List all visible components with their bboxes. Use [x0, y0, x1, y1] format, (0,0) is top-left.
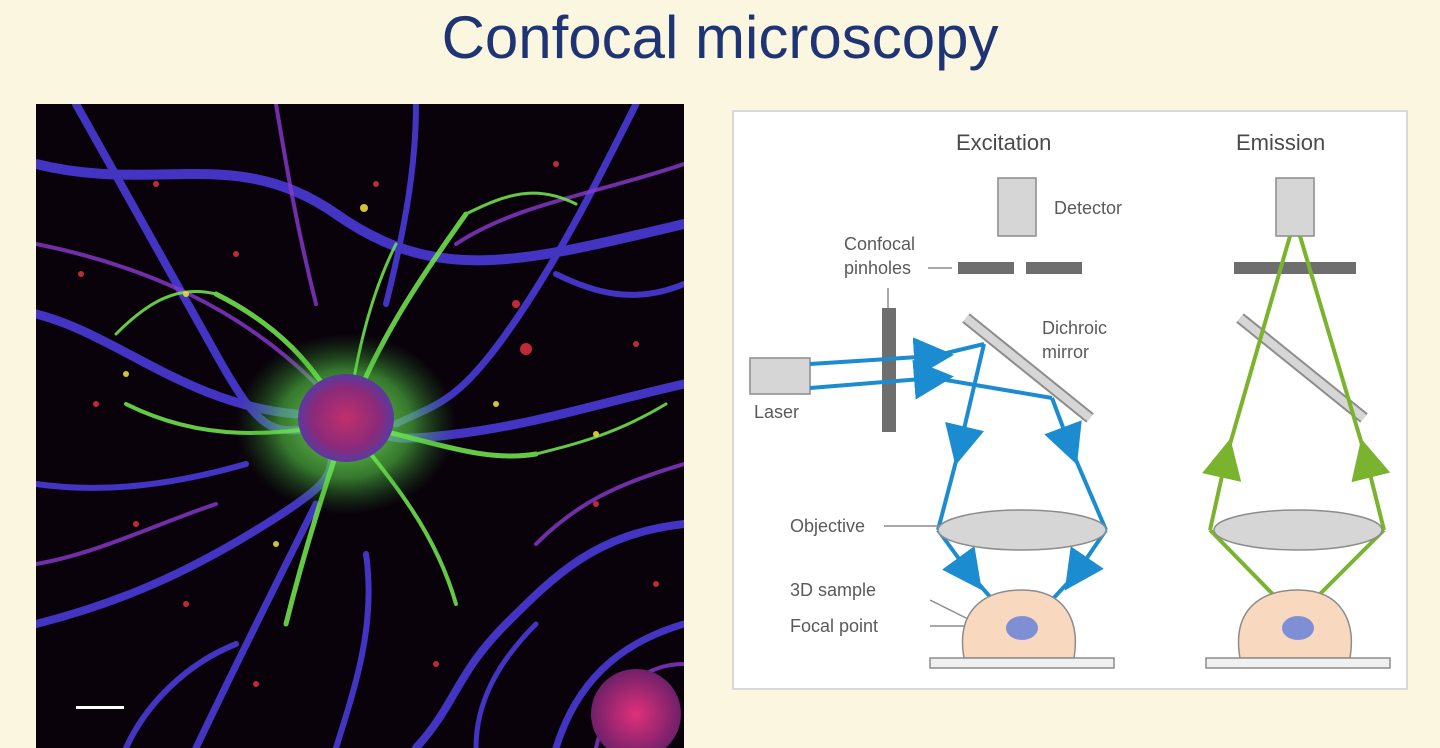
dichroic-label-1: Dichroic	[1042, 318, 1107, 338]
objective-lens	[937, 509, 1107, 551]
emission-beams	[1202, 235, 1391, 620]
stage-excitation	[929, 657, 1115, 669]
focal-point	[1006, 616, 1038, 640]
slide-title: Confocal microscopy	[441, 4, 999, 71]
neuron-fluorescence-image	[36, 104, 684, 748]
emission-pinhole	[1234, 262, 1356, 274]
stage-emission	[1205, 657, 1391, 669]
detector-label: Detector	[1054, 198, 1122, 218]
sample-label: 3D sample	[790, 580, 876, 600]
scale-bar	[76, 706, 124, 709]
laser-label: Laser	[754, 402, 799, 422]
neuron-micrograph	[36, 104, 684, 748]
vertical-pinhole	[882, 308, 896, 432]
confocal-diagram: Excitation Emission Detector Confocal pi…	[732, 110, 1408, 690]
confocal-label-2: pinholes	[844, 258, 911, 278]
excitation-header: Excitation	[956, 130, 1051, 155]
pinhole-right	[1026, 262, 1082, 274]
confocal-label-1: Confocal	[844, 234, 915, 254]
emission-detector-box	[1275, 177, 1315, 237]
pinhole-left	[958, 262, 1014, 274]
laser-box	[749, 357, 811, 395]
focal-point-label: Focal point	[790, 616, 878, 636]
emission-header: Emission	[1236, 130, 1325, 155]
dichroic-label-2: mirror	[1042, 342, 1089, 362]
dichroic-mirror	[963, 314, 1093, 422]
emission-mirror	[1237, 314, 1367, 422]
emission-focal-point	[1282, 616, 1314, 640]
detector-box	[997, 177, 1037, 237]
sample-leader	[929, 599, 971, 621]
objective-label: Objective	[790, 516, 865, 536]
emission-objective-lens	[1213, 509, 1383, 551]
